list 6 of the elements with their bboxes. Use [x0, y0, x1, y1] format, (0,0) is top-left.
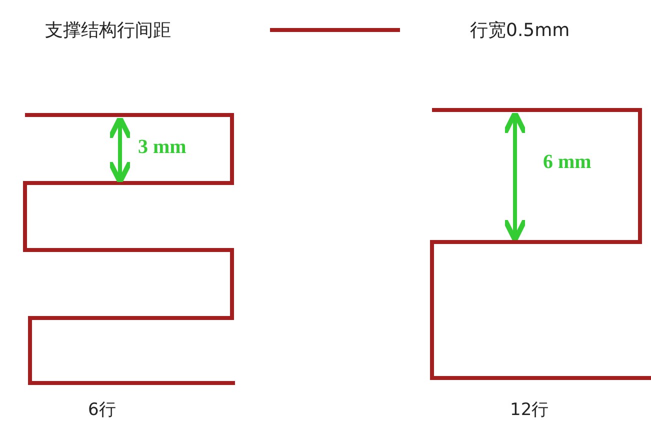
caption: 6行 — [88, 399, 116, 421]
caption: 12行 — [510, 399, 549, 421]
dimension-label: 6 mm — [543, 151, 592, 174]
dimension-label: 3 mm — [138, 136, 186, 159]
heading: 支撑结构行间距 — [45, 19, 171, 42]
legend-text: 行宽0.5mm — [470, 19, 570, 42]
